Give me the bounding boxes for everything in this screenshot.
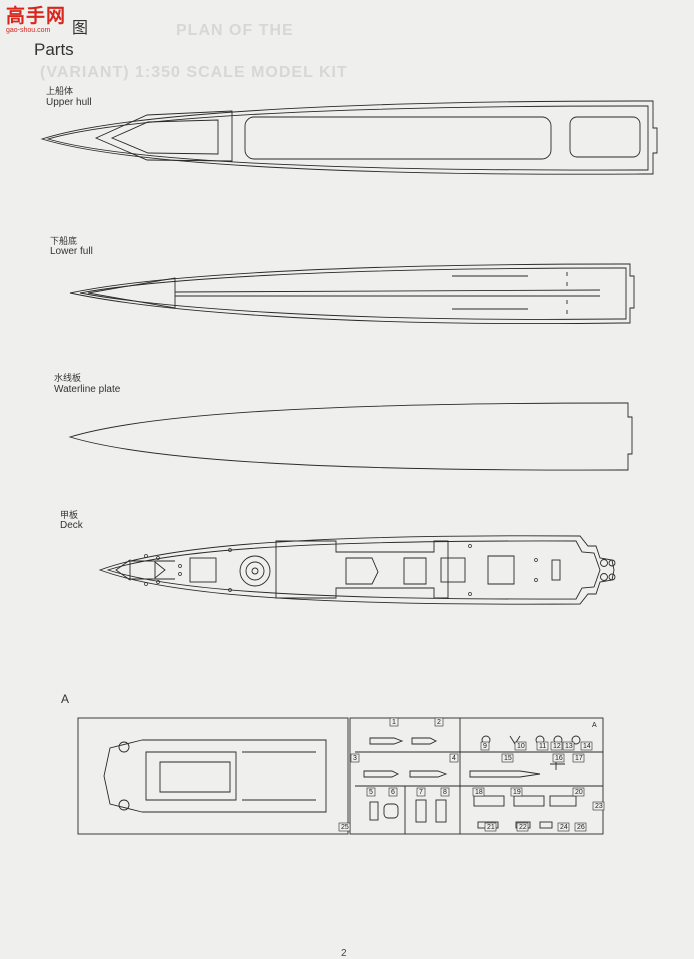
sprue-label: A [61, 692, 70, 706]
lower-hull-drawing [69, 263, 635, 325]
part-number-10: 10 [517, 743, 525, 750]
part-number-box [562, 741, 575, 751]
part-label-cn-upper-hull: 上船体 [46, 87, 74, 97]
part-number-4: 4 [452, 755, 456, 762]
sprue-corner-label: A [592, 722, 597, 729]
part-number-box [416, 787, 426, 797]
part-number-box [449, 753, 459, 763]
part-number-box [572, 753, 585, 763]
part-number-20: 20 [575, 789, 583, 796]
part-number-box [572, 787, 585, 797]
header-title-en: Parts [34, 40, 74, 59]
part-number-14: 14 [583, 743, 591, 750]
part-number-box [536, 741, 549, 751]
part-number-box [484, 822, 497, 832]
part-label-cn-lower-hull: 下船底 [50, 237, 78, 247]
page-number: 2 [341, 948, 347, 959]
part-number-box [389, 717, 399, 727]
part-number-5: 5 [369, 789, 373, 796]
part-label-cn-deck: 甲板 [60, 511, 79, 521]
part-number-7: 7 [419, 789, 423, 796]
part-number-12: 12 [553, 743, 561, 750]
part-number-6: 6 [391, 789, 395, 796]
part-number-box [366, 787, 376, 797]
part-number-box [557, 822, 570, 832]
part-number-16: 16 [555, 755, 563, 762]
part-number-11: 11 [539, 743, 546, 750]
part-label-cn-waterline-plate: 水线板 [54, 374, 82, 384]
part-label-en-deck: Deck [60, 520, 83, 531]
part-number-22: 22 [519, 824, 527, 831]
part-number-box [501, 753, 514, 763]
watermark-brand: 高手网 [6, 5, 67, 27]
part-number-13: 13 [565, 743, 573, 750]
part-number-3: 3 [353, 755, 357, 762]
part-number-26: 26 [577, 824, 585, 831]
part-number-box [580, 741, 593, 751]
sprue-a-drawing [77, 717, 604, 835]
part-number-box [552, 753, 565, 763]
bleed-through-line2: (VARIANT) 1:350 SCALE MODEL KIT [40, 64, 348, 81]
part-number-15: 15 [504, 755, 512, 762]
part-number-box [480, 741, 490, 751]
upper-hull-drawing [40, 100, 658, 175]
part-label-en-lower-hull: Lower full [50, 246, 93, 257]
header-title-cn: 图 [72, 18, 89, 37]
part-number-box [388, 787, 398, 797]
waterline-plate-drawing [68, 402, 633, 471]
part-number-19: 19 [513, 789, 521, 796]
part-number-box [514, 741, 527, 751]
part-number-box [592, 801, 605, 811]
bleed-through-line1: PLAN OF THE [176, 22, 294, 39]
part-number-21: 21 [487, 824, 495, 831]
part-label-en-waterline-plate: Waterline plate [54, 384, 121, 395]
part-number-box [434, 717, 444, 727]
part-number-2: 2 [437, 719, 441, 726]
part-label-en-upper-hull: Upper hull [46, 97, 92, 108]
part-number-24: 24 [560, 824, 568, 831]
part-number-box [510, 787, 523, 797]
part-number-23: 23 [595, 803, 603, 810]
watermark-url: gao-shou.com [6, 27, 51, 34]
part-number-box [472, 787, 485, 797]
part-number-25: 25 [341, 824, 349, 831]
part-number-9: 9 [483, 743, 487, 750]
part-number-17: 17 [575, 755, 583, 762]
part-number-box [338, 822, 351, 832]
part-number-box [350, 753, 360, 763]
watermark-logo: 高手网 gao-shou.com [6, 6, 72, 40]
part-number-8: 8 [443, 789, 447, 796]
part-number-18: 18 [475, 789, 483, 796]
part-number-box [550, 741, 563, 751]
part-number-box [574, 822, 587, 832]
deck-drawing [98, 535, 616, 605]
part-number-box [440, 787, 450, 797]
part-number-box [516, 822, 529, 832]
part-number-1: 1 [392, 719, 396, 726]
